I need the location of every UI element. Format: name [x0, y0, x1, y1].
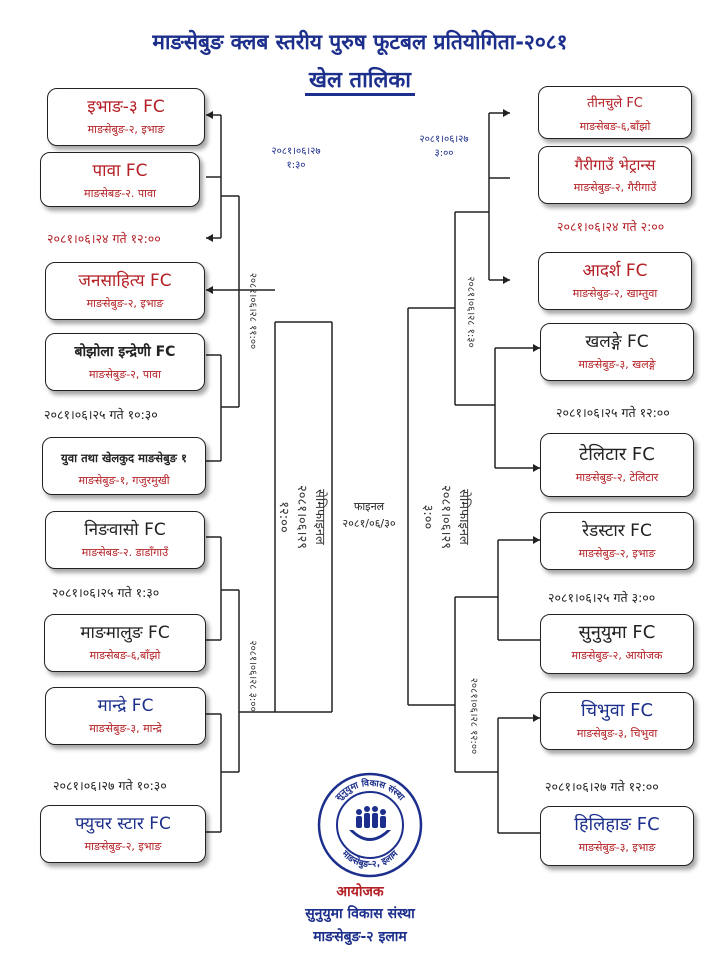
- team-address: माङसेबुङ-२, इभाङ: [578, 547, 656, 560]
- team-name: चिभुवा FC: [580, 700, 654, 721]
- team-card: जनसाहित्य FC माङसेबुङ-२, इभाङ: [45, 262, 205, 320]
- team-address: माङसेबुङ-२, पावा: [89, 368, 161, 381]
- team-address: माङसेबुङ-३, इभाङ: [578, 841, 656, 854]
- team-card: इभाङ-३ FC माङसेबुङ-२, इभाङ: [47, 88, 205, 146]
- team-address: माङसेबुङ-२, इभाङ: [87, 123, 165, 136]
- team-name: खलङ्गे FC: [585, 332, 649, 352]
- team-card: चिभुवा FC माङसेबुङ-३, चिभुवा: [540, 692, 694, 750]
- page-subtitle: खेल तालिका: [0, 64, 720, 96]
- team-address: माङसेबुङ-२, टेलिटार: [575, 471, 659, 484]
- team-name: बोझोला इन्द्रेणी FC: [74, 344, 176, 360]
- match-schedule: २०८१।०६।२५ गते १२:००: [556, 405, 670, 420]
- team-name: माङमालुङ FC: [80, 623, 170, 643]
- team-card: हिलिहाङ FC माङसेबुङ-३, इभाङ: [540, 806, 694, 866]
- team-address: माङसेबुङ-३, चिभुवा: [576, 727, 658, 740]
- team-card: तीनचुले FC माङसेबङ-६,बाँझो: [538, 86, 692, 139]
- team-card: बोझोला इन्द्रेणी FC माङसेबुङ-२, पावा: [45, 333, 205, 391]
- qf-note-left: २०८१।०६।२७ १:३०: [256, 145, 336, 173]
- team-name: फ्युचर स्टार FC: [75, 814, 171, 834]
- final-note: फाइनल २०८१/०६/३०: [330, 498, 408, 532]
- semi-label: सेमिफाइनल: [456, 489, 471, 545]
- page-title: माङसेबुङ क्लब स्तरीय पुरुष फूटबल प्रतियो…: [152, 30, 568, 54]
- team-name: आदर्श FC: [582, 261, 648, 281]
- semi-date: २०८१।०६।२९: [438, 485, 453, 549]
- team-address: माङसेबङ-२. डाडाँगाउँ: [81, 546, 169, 559]
- team-address: माङसेबुङ-२, आयोजक: [571, 649, 663, 662]
- semi-date: २०८१।०६।२९: [294, 485, 309, 549]
- team-address: माङसेबुङ-२, इभाङ: [86, 297, 164, 310]
- team-name: सुनुयुमा FC: [578, 622, 656, 643]
- team-address: माङसेबुङ-१, गजुरमुखी: [78, 474, 170, 487]
- team-card: माङमालुङ FC माङसेबङ-६,बाँझो: [44, 614, 206, 672]
- team-card: निङवासो FC माङसेबङ-२. डाडाँगाउँ: [45, 511, 205, 569]
- team-address: माङसेबुङ-२, इभाङ: [84, 840, 162, 853]
- semi-final-left: सेमिफाइनल २०८१।०६।२९ १२:००: [274, 462, 328, 572]
- qf-note-right: २०८१।०६।२७ ३:००: [404, 133, 484, 161]
- semi-final-right: सेमिफाइनल २०८१।०६।२९ ३:००: [418, 462, 472, 572]
- match-schedule: २०८१।०६।२४ गते १२:००: [47, 231, 161, 246]
- vertical-schedule: २०८१।०६।२८ ३:००: [247, 640, 258, 712]
- team-name: पावा FC: [92, 161, 148, 181]
- team-address: माङसेबुङ-२, खाम्तुवा: [572, 287, 658, 300]
- team-name: टेलिटार FC: [579, 444, 655, 465]
- vertical-schedule: २०८१।०६।२८ १:३०: [465, 276, 476, 348]
- team-card: आदर्श FC माङसेबुङ-२, खाम्तुवा: [538, 252, 692, 310]
- semi-time: १२:००: [276, 501, 291, 533]
- team-name: मान्द्रे FC: [97, 696, 154, 716]
- team-name: हिलिहाङ FC: [574, 814, 660, 835]
- match-schedule: २०८१।०६।२५ गते १०:३०: [44, 407, 158, 422]
- organization-logo: सुनुयुमा विकास संस्था माङसेबुङ-२, इलाम: [317, 772, 423, 878]
- team-card: मान्द्रे FC माङसेबुङ-३, मान्द्रे: [45, 687, 206, 745]
- team-name: युवा तथा खेलकुद माङसेबुङ १: [61, 451, 187, 465]
- team-address: माङसेबुङ-३, मान्द्रे: [89, 722, 162, 735]
- team-name: गैरीगाउँ भेट्रान्स: [574, 156, 656, 174]
- match-schedule: २०८१।०६।२५ गते ३:००: [548, 590, 656, 605]
- vertical-schedule: २०८१।०६।२८ १२:००: [468, 677, 479, 755]
- semi-time: ३:००: [420, 504, 435, 530]
- team-name: इभाङ-३ FC: [87, 97, 165, 117]
- qf-date: २०८१।०६।२७: [271, 146, 321, 157]
- team-card: पावा FC माङसेबङ-२. पावा: [40, 152, 200, 207]
- vertical-schedule: २०८१।०६।२८ ११:००: [247, 272, 258, 350]
- team-address: माङसेबङ-२. पावा: [84, 187, 156, 200]
- team-card: टेलिटार FC माङसेबुङ-२, टेलिटार: [540, 433, 694, 497]
- team-name: तीनचुले FC: [587, 96, 643, 111]
- organizer-place: माङसेबुङ-२ इलाम: [313, 929, 407, 945]
- team-card: खलङ्गे FC माङसेबुङ-३, खलङ्गे: [540, 323, 694, 381]
- team-card: सुनुयुमा FC माङसेबुङ-२, आयोजक: [540, 614, 694, 674]
- organizer-label: आयोजक: [336, 884, 384, 900]
- team-address: माङसेबङ-६,बाँझो: [579, 120, 651, 133]
- team-address: माङसेबङ-६,बाँझो: [89, 649, 161, 662]
- organizer-name: सुनुयुमा विकास संस्था: [305, 906, 415, 922]
- qf-time: ३:००: [434, 148, 454, 159]
- team-card: गैरीगाउँ भेट्रान्स माङसेबुङ-२, गैरीगाउँ: [538, 146, 692, 204]
- qf-time: १:३०: [286, 160, 306, 171]
- subtitle-text: खेल तालिका: [304, 68, 416, 96]
- team-name: जनसाहित्य FC: [78, 271, 172, 291]
- team-address: माङसेबुङ-३, खलङ्गे: [578, 358, 656, 371]
- match-schedule: २०८१।०६।२४ गते २:००: [557, 219, 665, 234]
- match-schedule: २०८१।०६।२७ गते १०:३०: [53, 778, 167, 793]
- match-schedule: २०८१।०६।२७ गते १२:००: [545, 779, 659, 794]
- team-name: रेडस्टार FC: [582, 521, 652, 541]
- team-address: माङसेबुङ-२, गैरीगाउँ: [573, 181, 657, 194]
- semi-label: सेमिफाइनल: [312, 489, 327, 545]
- match-schedule: २०८१।०६।२५ गते १:३०: [52, 585, 160, 600]
- team-name: निङवासो FC: [84, 520, 166, 540]
- final-date: २०८१/०६/३०: [342, 517, 396, 530]
- team-card: युवा तथा खेलकुद माङसेबुङ १ माङसेबुङ-१, ग…: [42, 437, 206, 495]
- team-card: फ्युचर स्टार FC माङसेबुङ-२, इभाङ: [40, 805, 206, 863]
- qf-date: २०८१।०६।२७: [419, 134, 469, 145]
- team-card: रेडस्टार FC माङसेबुङ-२, इभाङ: [540, 512, 694, 570]
- final-label: फाइनल: [353, 500, 385, 513]
